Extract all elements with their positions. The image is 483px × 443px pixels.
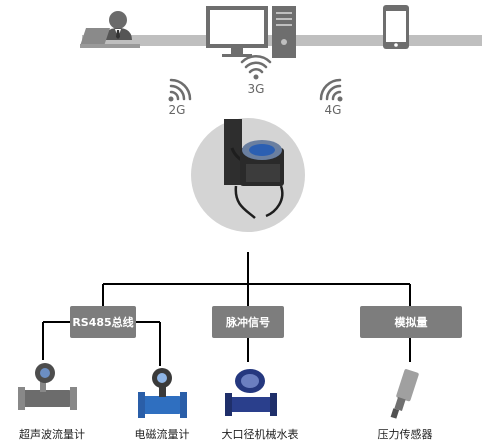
pressure-sensor-icon xyxy=(390,369,419,419)
device-label-ultrasonic: 超声波流量计 xyxy=(19,428,85,441)
bus-rs485-box: RS485总线 xyxy=(70,306,136,338)
person-at-laptop-icon xyxy=(80,11,140,48)
device-label-pressure-sensor: 压力传感器 xyxy=(377,428,433,441)
signal-3g-icon xyxy=(240,55,272,80)
signal-4g-label: 4G xyxy=(324,103,342,117)
bus-analog-box: 模拟量 xyxy=(360,306,462,338)
ultrasonic-flowmeter-icon xyxy=(18,363,77,410)
signal-2g-label: 2G xyxy=(168,103,186,117)
signal-3g-label: 3G xyxy=(247,82,265,96)
desktop-computer-icon xyxy=(206,6,296,58)
data-terminal-device xyxy=(191,118,305,232)
mobile-phone-icon xyxy=(383,5,409,49)
mechanical-water-meter-icon xyxy=(225,369,277,416)
signal-4g-icon xyxy=(319,78,343,102)
device-label-electromagnetic: 电磁流量计 xyxy=(134,428,190,441)
electromagnetic-flowmeter-icon xyxy=(138,368,187,418)
signal-2g-icon xyxy=(168,78,192,102)
connector-lines xyxy=(42,252,411,366)
device-label-water-meter: 大口径机械水表 xyxy=(221,428,299,441)
bus-pulse-box: 脉冲信号 xyxy=(212,306,284,338)
